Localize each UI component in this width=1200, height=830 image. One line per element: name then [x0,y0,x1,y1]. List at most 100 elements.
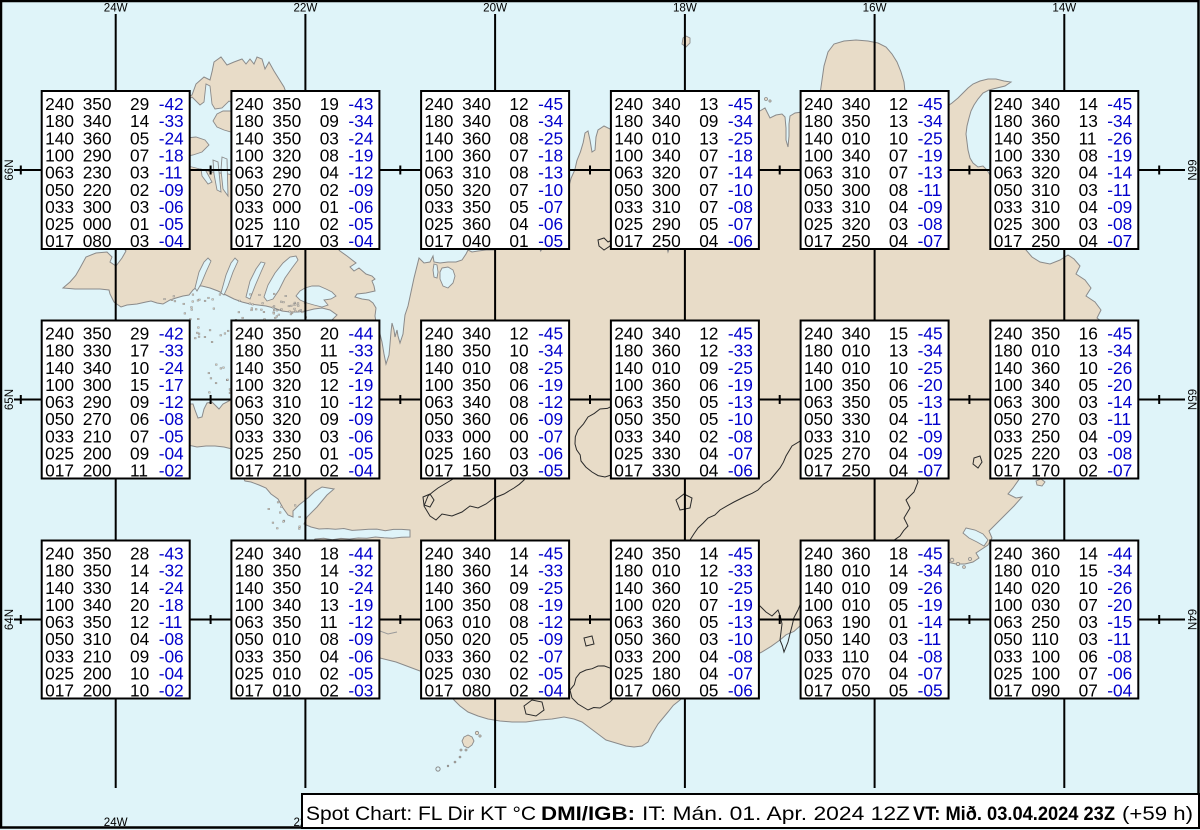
svg-text:350: 350 [1031,324,1060,344]
svg-text:010: 010 [652,358,681,378]
svg-text:025: 025 [804,214,833,234]
svg-text:010: 010 [272,681,301,701]
svg-text:15: 15 [130,375,149,395]
svg-text:220: 220 [83,180,112,200]
svg-text:-11: -11 [918,409,942,429]
svg-text:-08: -08 [918,214,943,234]
svg-text:010: 010 [652,561,681,581]
svg-text:340: 340 [462,324,491,344]
svg-text:-06: -06 [728,231,753,251]
svg-text:025: 025 [45,444,74,464]
svg-text:050: 050 [804,629,833,649]
svg-text:210: 210 [83,426,112,446]
svg-text:180: 180 [994,561,1023,581]
svg-text:-45: -45 [538,94,563,114]
svg-text:-07: -07 [1107,461,1132,481]
svg-text:-34: -34 [1107,561,1132,581]
svg-text:340: 340 [652,426,681,446]
svg-text:340: 340 [652,145,681,165]
svg-text:270: 270 [1031,409,1060,429]
svg-text:140: 140 [425,358,454,378]
svg-text:017: 017 [425,231,454,251]
svg-text:-19: -19 [728,375,753,395]
svg-text:-33: -33 [159,341,184,361]
svg-text:100: 100 [425,595,454,615]
svg-text:033: 033 [425,426,454,446]
svg-text:033: 033 [614,426,643,446]
svg-text:-08: -08 [728,426,753,446]
svg-text:05: 05 [889,681,908,701]
svg-text:-08: -08 [159,409,184,429]
svg-text:100: 100 [425,375,454,395]
svg-text:03: 03 [1079,214,1098,234]
svg-text:11: 11 [1079,128,1097,148]
svg-text:02: 02 [130,180,149,200]
svg-text:-15: -15 [1107,612,1132,632]
svg-text:350: 350 [83,324,112,344]
svg-text:340: 340 [652,324,681,344]
svg-text:017: 017 [804,461,833,481]
svg-text:080: 080 [462,681,491,701]
svg-text:320: 320 [842,214,871,234]
svg-text:02: 02 [320,664,339,684]
svg-text:270: 270 [842,444,871,464]
svg-text:350: 350 [272,646,301,666]
svg-text:350: 350 [272,128,301,148]
svg-text:033: 033 [235,197,264,217]
svg-text:340: 340 [462,544,491,564]
svg-text:025: 025 [45,664,74,684]
svg-text:080: 080 [83,231,112,251]
svg-text:360: 360 [83,128,112,148]
svg-text:-09: -09 [159,180,184,200]
svg-text:100: 100 [614,595,643,615]
svg-text:-19: -19 [348,595,373,615]
svg-text:-05: -05 [348,444,373,464]
svg-text:-02: -02 [159,681,184,701]
svg-text:033: 033 [804,646,833,666]
svg-text:-05: -05 [538,664,563,684]
svg-text:14: 14 [130,111,150,131]
svg-text:-12: -12 [538,392,563,412]
svg-text:05: 05 [1079,375,1098,395]
svg-text:350: 350 [83,544,112,564]
svg-text:-33: -33 [728,341,753,361]
svg-text:-08: -08 [918,646,943,666]
svg-text:10: 10 [699,578,718,598]
svg-text:320: 320 [272,375,301,395]
svg-text:010: 010 [842,578,871,598]
svg-text:050: 050 [614,180,643,200]
svg-text:040: 040 [462,231,491,251]
svg-text:025: 025 [994,444,1023,464]
svg-text:033: 033 [804,426,833,446]
svg-text:-33: -33 [348,341,373,361]
svg-text:-45: -45 [728,94,753,114]
svg-text:350: 350 [83,94,112,114]
svg-text:180: 180 [652,664,681,684]
svg-text:10: 10 [320,392,339,412]
svg-text:02: 02 [699,426,718,446]
svg-text:200: 200 [83,461,112,481]
svg-text:017: 017 [235,231,264,251]
svg-text:01: 01 [509,231,528,251]
svg-text:240: 240 [994,94,1023,114]
svg-text:063: 063 [235,163,264,183]
svg-text:025: 025 [45,214,74,234]
svg-text:250: 250 [1031,426,1060,446]
svg-text:04: 04 [889,409,909,429]
svg-text:017: 017 [614,461,643,481]
svg-text:100: 100 [614,375,643,395]
svg-text:050: 050 [45,629,74,649]
svg-text:-07: -07 [918,231,943,251]
svg-text:017: 017 [45,461,74,481]
svg-text:07: 07 [889,145,908,165]
svg-text:140: 140 [994,578,1023,598]
svg-text:05: 05 [699,681,718,701]
svg-text:14: 14 [509,561,529,581]
svg-text:-42: -42 [159,324,184,344]
svg-text:04: 04 [889,646,909,666]
svg-text:290: 290 [83,392,112,412]
svg-text:025: 025 [425,444,454,464]
svg-text:050: 050 [425,629,454,649]
svg-text:025: 025 [614,444,643,464]
svg-text:063: 063 [804,612,833,632]
